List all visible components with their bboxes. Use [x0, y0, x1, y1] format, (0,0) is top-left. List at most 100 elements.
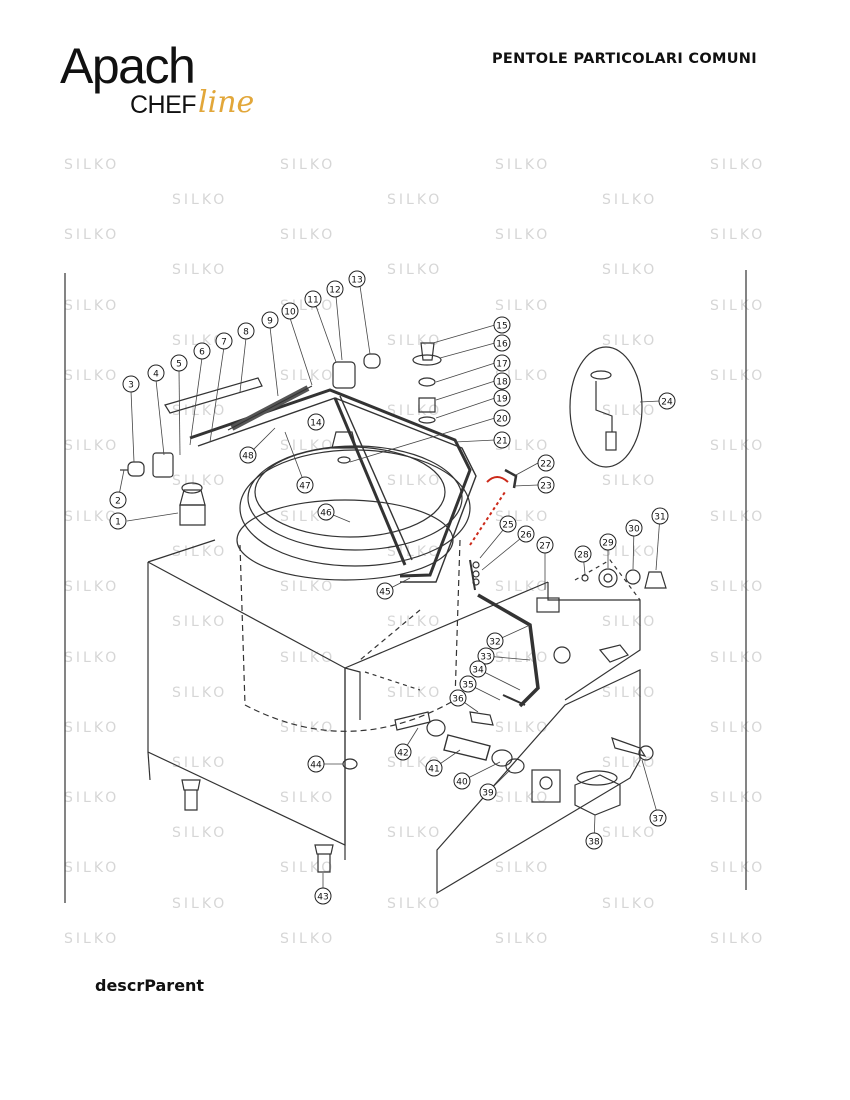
callout-circle: [493, 316, 511, 334]
callout-number: 29: [602, 539, 614, 549]
callout-5: 5: [170, 354, 188, 372]
callout-number: 38: [588, 838, 600, 848]
watermark-text: SILKO: [387, 473, 443, 489]
callout-number: 19: [496, 395, 508, 405]
callout-circle: [326, 280, 344, 298]
watermark-text: SILKO: [710, 157, 766, 173]
callout-number: 24: [661, 398, 673, 408]
callout-6: 6: [193, 342, 211, 360]
callout-1: 1: [109, 512, 127, 530]
callout-circle: [239, 446, 257, 464]
brand-logo: Apach CHEF line: [60, 38, 280, 128]
callout-number: 26: [520, 531, 532, 541]
callout-number: 1: [115, 518, 121, 528]
callout-circle: [147, 364, 165, 382]
callout-21: 21: [493, 431, 511, 449]
watermark-text: SILKO: [172, 685, 228, 701]
callout-31: 31: [651, 507, 669, 525]
callout-circle: [493, 372, 511, 390]
callout-3: 3: [122, 375, 140, 393]
callout-39: 39: [479, 783, 497, 801]
callout-19: 19: [493, 389, 511, 407]
callout-circle: [574, 545, 592, 563]
watermark-text: SILKO: [602, 685, 658, 701]
callout-number: 27: [539, 542, 550, 552]
callout-37: 37: [649, 809, 667, 827]
callout-circle: [477, 647, 495, 665]
callout-circle: [486, 632, 504, 650]
callout-43: 43: [314, 887, 332, 905]
callout-20: 20: [493, 409, 511, 427]
callout-number: 47: [299, 482, 310, 492]
watermark-text: SILKO: [280, 579, 336, 595]
watermark-text: SILKO: [64, 368, 120, 384]
callout-11: 11: [304, 290, 322, 308]
callout-circle: [537, 476, 555, 494]
watermark-text: SILKO: [280, 157, 336, 173]
watermark-text: SILKO: [602, 544, 658, 560]
callout-circle: [658, 392, 676, 410]
watermark-text: SILKO: [710, 931, 766, 947]
callout-circle: [537, 454, 555, 472]
watermark-text: SILKO: [64, 790, 120, 806]
callout-circle: [493, 354, 511, 372]
watermark-text: SILKO: [602, 473, 658, 489]
brand-main: Apach: [60, 38, 196, 94]
callout-number: 30: [628, 525, 640, 535]
watermark-text: SILKO: [64, 509, 120, 525]
callout-29: 29: [599, 533, 617, 551]
callout-circle: [493, 409, 511, 427]
callout-circle: [193, 342, 211, 360]
callout-circle: [453, 772, 471, 790]
watermark-text: SILKO: [387, 262, 443, 278]
callout-2: 2: [109, 491, 127, 509]
callout-number: 12: [329, 286, 340, 296]
callout-circle: [237, 322, 255, 340]
watermark-text: SILKO: [172, 403, 228, 419]
callout-number: 16: [496, 340, 508, 350]
callout-number: 10: [284, 308, 296, 318]
callout-26: 26: [517, 525, 535, 543]
callout-circle: [304, 290, 322, 308]
callout-circle: [109, 512, 127, 530]
callout-38: 38: [585, 832, 603, 850]
watermark-text: SILKO: [172, 614, 228, 630]
callout-number: 28: [577, 551, 589, 561]
callout-32: 32: [486, 632, 504, 650]
callout-number: 6: [199, 348, 205, 358]
callout-circle: [536, 536, 554, 554]
watermark-text: SILKO: [64, 860, 120, 876]
watermark-text: SILKO: [64, 157, 120, 173]
watermark-text: SILKO: [710, 509, 766, 525]
watermark-text: SILKO: [710, 227, 766, 243]
watermark-text: SILKO: [387, 403, 443, 419]
watermark-text: SILKO: [64, 298, 120, 314]
callout-9: 9: [261, 311, 279, 329]
watermark-text: SILKO: [710, 790, 766, 806]
callout-circle: [317, 503, 335, 521]
watermark-text: SILKO: [710, 650, 766, 666]
callout-10: 10: [281, 302, 299, 320]
callout-number: 22: [540, 460, 551, 470]
callout-circle: [376, 582, 394, 600]
watermark-text: SILKO: [495, 298, 551, 314]
watermark-text: SILKO: [172, 262, 228, 278]
callout-15: 15: [493, 316, 511, 334]
callout-number: 21: [496, 437, 507, 447]
callout-number: 23: [540, 482, 551, 492]
callout-number: 7: [221, 338, 227, 348]
callout-number: 13: [351, 276, 362, 286]
callout-circle: [425, 759, 443, 777]
callout-42: 42: [394, 743, 412, 761]
callout-circle: [281, 302, 299, 320]
callout-circle: [585, 832, 603, 850]
watermark-text: SILKO: [387, 192, 443, 208]
watermark-text: SILKO: [602, 825, 658, 841]
watermark-text: SILKO: [602, 262, 658, 278]
watermark-text: SILKO: [172, 896, 228, 912]
callout-4: 4: [147, 364, 165, 382]
watermark-text: SILKO: [64, 579, 120, 595]
callout-circle: [493, 389, 511, 407]
watermark-text: SILKO: [495, 579, 551, 595]
